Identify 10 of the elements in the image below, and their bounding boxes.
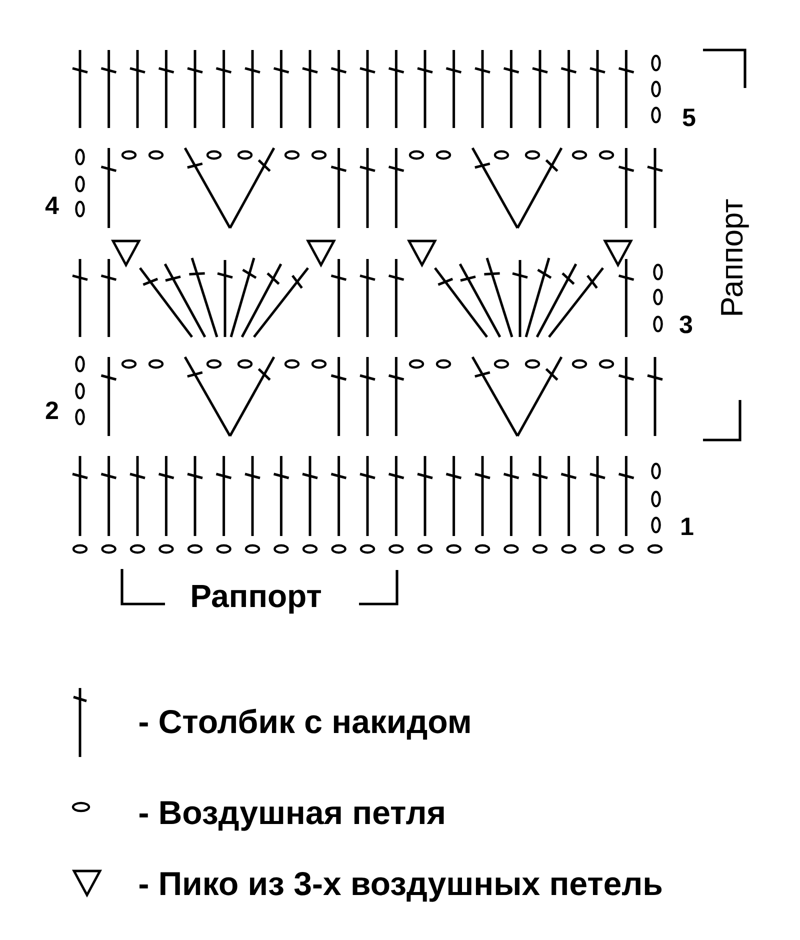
legend-text: - Воздушная петля xyxy=(139,801,444,831)
row-number: 5 xyxy=(682,108,696,126)
legend-text: - Столбик с накидом xyxy=(139,708,470,740)
repeat-label: Раппорт xyxy=(721,199,749,315)
row-number: 3 xyxy=(680,316,692,334)
legend-text: - Пико из 3-х воздушных петель xyxy=(139,872,662,902)
row-number: 1 xyxy=(682,518,694,535)
row-number: 2 xyxy=(46,402,58,419)
row-number: 4 xyxy=(45,196,59,214)
repeat-label: Раппорт xyxy=(192,585,321,614)
